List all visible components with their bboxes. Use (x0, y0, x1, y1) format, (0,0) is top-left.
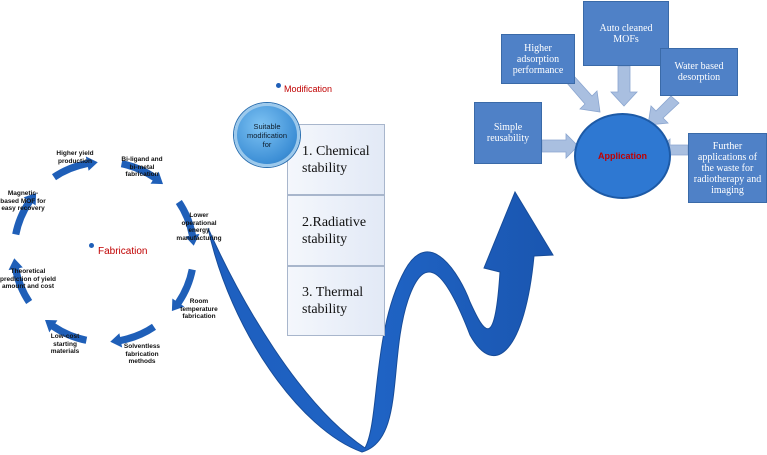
cycle-arrow (11, 191, 37, 237)
stability-item-radiative: 2.Radiative stability (287, 195, 385, 266)
cycle-arrow (119, 159, 165, 185)
cycle-arrow (7, 256, 34, 306)
fab-step-label: Low-cost starting materials (50, 333, 80, 355)
app-item-label: Auto cleaned MOFs (599, 22, 653, 45)
cycle-arrow (174, 198, 201, 248)
app-item-higher-adsorption: Higher adsorption performance (501, 34, 575, 84)
app-item-further-applications: Further applications of the waste for ra… (688, 133, 767, 203)
stability-item-thermal: 3. Thermal stability (287, 266, 385, 336)
stability-item-label: 2.Radiative stability (302, 214, 367, 247)
suitable-modification-label: Suitable modification for (246, 121, 288, 149)
fab-step-label: Room temperature fabrication (180, 298, 218, 320)
stability-item-label: 1. Chemical stability (302, 143, 370, 176)
fab-step-label: Higher yield production (56, 150, 94, 165)
cycle-arrow (108, 322, 158, 349)
app-item-simple-reusability: Simple reusability (474, 102, 542, 164)
app-item-label: Simple reusability (486, 122, 530, 144)
modification-dot (276, 83, 281, 88)
cycle-arrow (171, 267, 197, 313)
app-item-water-based: Water based desorption (660, 48, 738, 96)
application-center-label: Application (598, 151, 647, 161)
fab-step-label: Solventless fabrication methods (123, 343, 161, 365)
modification-title: Modification (284, 84, 333, 94)
arrow-from-auto-cleaned (610, 65, 638, 107)
app-item-label: Further applications of the waste for ra… (693, 140, 762, 196)
stability-item-chemical: 1. Chemical stability (287, 124, 385, 195)
cycle-arrow (50, 155, 100, 182)
app-item-label: Water based desorption (674, 61, 724, 83)
fab-step-label: Lower operational energy manufacturing (176, 212, 222, 242)
fabrication-cycle-arrows (7, 155, 201, 349)
fab-step-label: Bi-ligand and bi-metal fabrication (121, 156, 163, 178)
big-sweep-arrow (207, 190, 554, 453)
cycle-arrow (43, 319, 89, 345)
app-item-label: Higher adsorption performance (512, 42, 564, 76)
fab-step-label: Magnetic-based MOF for easy recovery (0, 190, 46, 212)
arrow-from-simple-reusability (541, 133, 579, 159)
stability-item-label: 3. Thermal stability (302, 285, 364, 317)
arrow-from-water-based (647, 95, 680, 126)
suitable-modification-circle: Suitable modification for (234, 103, 300, 167)
application-center-circle: Application (574, 113, 671, 199)
fabrication-dot (89, 243, 94, 248)
app-item-auto-cleaned: Auto cleaned MOFs (583, 1, 669, 66)
fabrication-center-label: Fabrication (98, 246, 148, 257)
fab-step-label: Theoretical prediction of yield amount a… (0, 268, 56, 290)
arrow-from-higher-adsorption (565, 75, 601, 113)
